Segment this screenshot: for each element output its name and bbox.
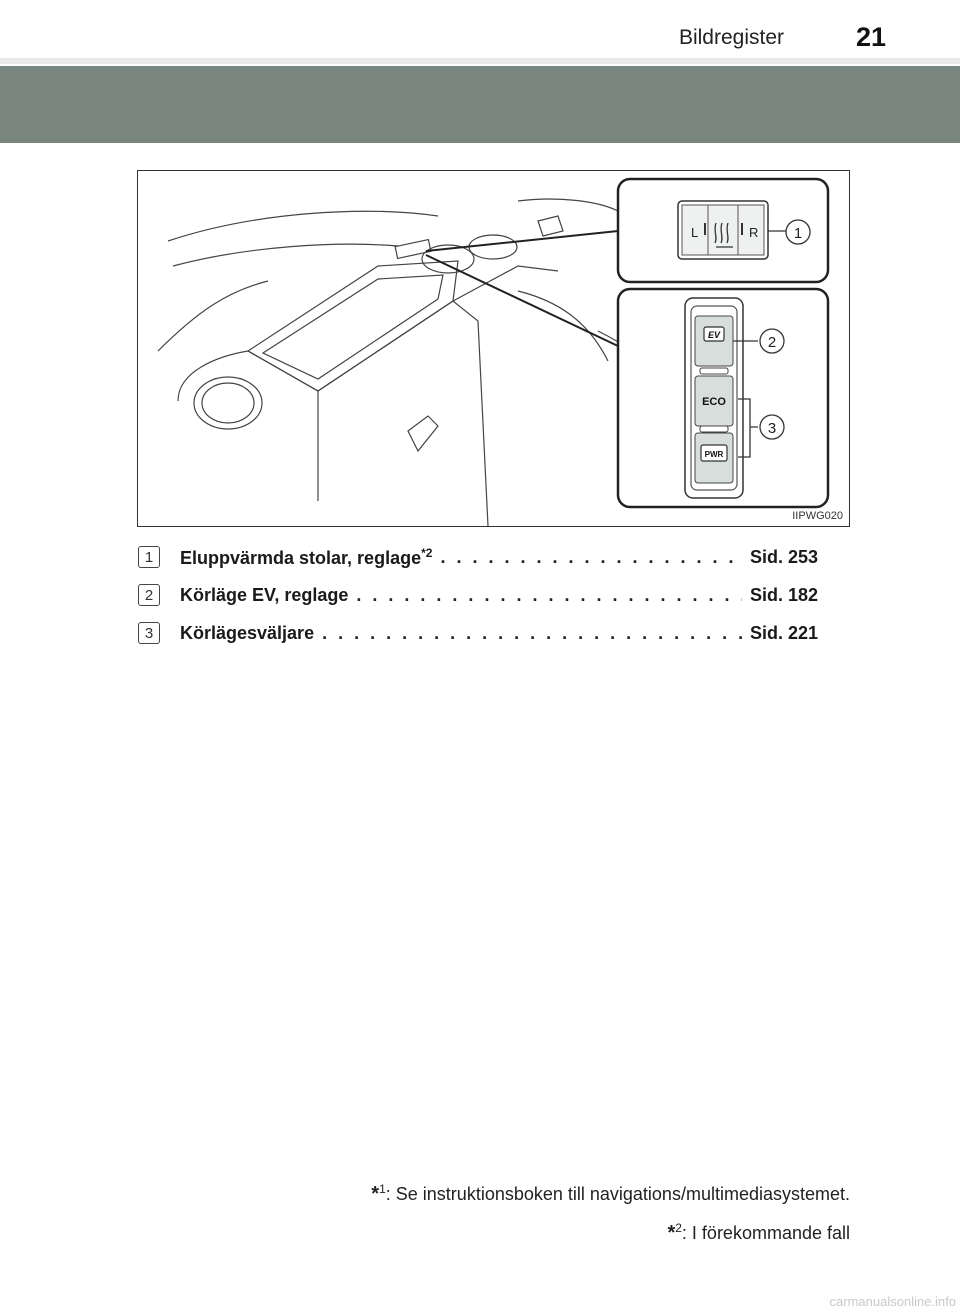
- item-page-ref[interactable]: Sid. 221: [749, 622, 818, 643]
- list-item: 3 Körlägesväljare . . . . . . . . . . . …: [138, 614, 818, 652]
- header-bar: [0, 66, 960, 143]
- item-number: 2: [138, 584, 160, 606]
- footnote-2: *2: I förekommande fall: [667, 1221, 850, 1244]
- callout-2: 2: [768, 334, 776, 351]
- header-title: Bildregister: [678, 26, 784, 49]
- console-illustration: L R 1 2 3 EV ECO PWR IIPWG020: [137, 170, 850, 527]
- item-footnote-ref: *2: [421, 545, 433, 560]
- header-rule: [0, 58, 960, 64]
- item-page-ref[interactable]: Sid. 182: [749, 584, 818, 605]
- leader-dots: . . . . . . . . . . . . . . . . . . . . …: [322, 622, 742, 643]
- footnote-1: *1: Se instruktionsboken till navigation…: [371, 1182, 850, 1205]
- eco-button-label: ECO: [702, 396, 726, 408]
- leader-dots: . . . . . . . . . . . . . . . . . . . . …: [440, 546, 742, 567]
- footnotes: *1: Se instruktionsboken till navigation…: [371, 1172, 850, 1250]
- ev-button-label: EV: [708, 330, 721, 340]
- callout-1: 1: [794, 225, 802, 242]
- item-label: Körlägesväljare: [180, 622, 315, 643]
- item-label: Körläge EV, reglage: [180, 584, 349, 605]
- item-page-ref[interactable]: Sid. 253: [749, 546, 818, 567]
- seat-switch-right: R: [749, 225, 758, 240]
- watermark: carmanualsonline.info: [829, 1294, 956, 1309]
- item-label: Eluppvärmda stolar, reglage*2: [180, 545, 433, 568]
- index-list: 1 Eluppvärmda stolar, reglage*2 . . . . …: [138, 538, 818, 652]
- list-item: 2 Körläge EV, reglage . . . . . . . . . …: [138, 576, 818, 614]
- item-number: 3: [138, 622, 160, 644]
- callout-3: 3: [768, 420, 776, 437]
- page-number: 21: [855, 22, 886, 52]
- item-number: 1: [138, 546, 160, 568]
- leader-dots: . . . . . . . . . . . . . . . . . . . . …: [356, 584, 742, 605]
- seat-switch-left: L: [691, 225, 698, 240]
- figure-code: IIPWG020: [792, 510, 843, 522]
- pwr-button-label: PWR: [705, 450, 724, 459]
- console-drawing: L R 1 2 3 EV ECO PWR: [157, 177, 830, 526]
- list-item: 1 Eluppvärmda stolar, reglage*2 . . . . …: [138, 538, 818, 576]
